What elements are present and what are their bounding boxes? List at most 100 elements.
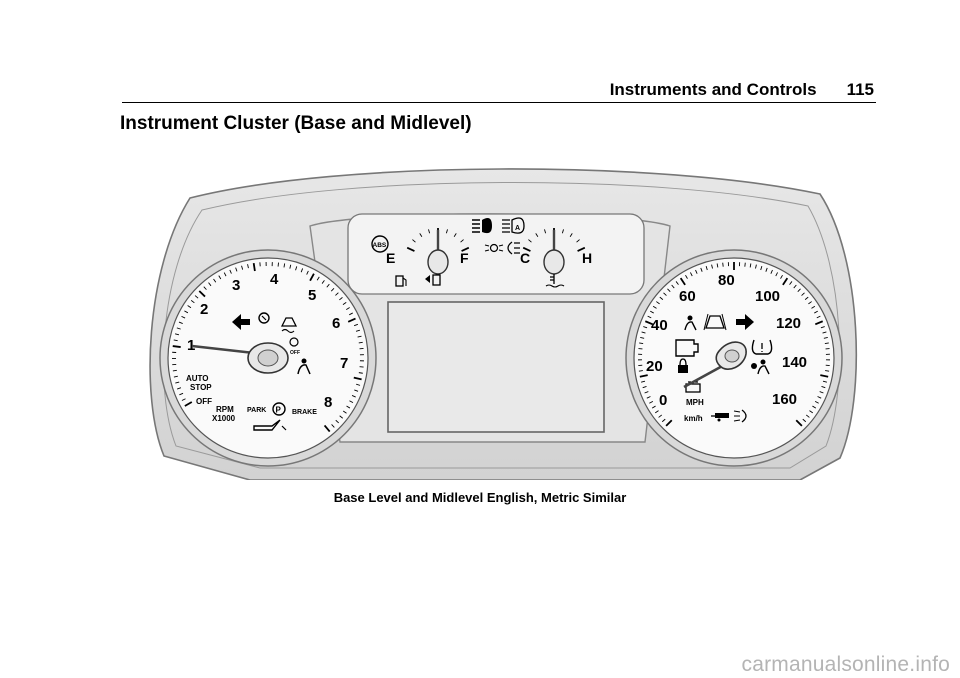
fog-lamp-icon — [507, 241, 520, 255]
speed-tick — [656, 301, 660, 305]
speed-tick — [640, 336, 645, 339]
speed-tick — [638, 370, 643, 372]
fuel-tick — [453, 233, 457, 237]
tach-tick — [198, 290, 206, 298]
tach-tick — [283, 263, 286, 268]
park-brake-icon: P — [272, 402, 286, 416]
mph-label: MPH — [686, 398, 704, 407]
speed-tick — [700, 267, 703, 272]
tach-tick — [177, 387, 182, 390]
fuel-door-side-icon — [425, 274, 441, 286]
speed-tick — [639, 342, 644, 345]
speedometer-hub-cap — [724, 349, 740, 363]
speed-tick — [639, 374, 648, 378]
tach-tick — [235, 267, 238, 272]
speed-tick — [819, 391, 824, 394]
tach-tick — [181, 315, 186, 319]
tach-tick — [354, 389, 359, 392]
tach-tick — [346, 307, 350, 311]
temp-tick — [561, 229, 564, 234]
tachometer-ticks — [171, 262, 364, 433]
speed-tick — [646, 396, 651, 399]
coolant-temp-icon — [545, 274, 565, 288]
tach-tick — [326, 283, 330, 288]
speedometer-ticks — [638, 262, 830, 427]
tach-tick — [173, 375, 178, 378]
tach-tick — [172, 345, 181, 348]
speed-tick — [716, 263, 719, 268]
speed-tick — [793, 284, 797, 289]
speed-tick — [820, 326, 825, 329]
speed-tick — [782, 277, 789, 286]
tach-tick — [203, 286, 207, 290]
speed-tick — [795, 419, 803, 427]
speed-tick — [690, 272, 693, 277]
temp-tick — [577, 246, 586, 252]
tach-tick — [187, 305, 192, 309]
tachometer-needle — [191, 344, 255, 355]
speed-tick — [654, 410, 659, 414]
speed-number-60: 60 — [679, 288, 696, 305]
speed-tick — [811, 305, 816, 309]
speed-tick — [802, 418, 807, 423]
speed-tick — [770, 269, 773, 274]
lane-keep-assist-icon — [703, 313, 727, 331]
speed-tick — [665, 419, 673, 427]
tach-tick — [357, 335, 362, 338]
fuel-pump-icon — [395, 275, 407, 287]
fuel-tick — [445, 229, 448, 234]
tach-tick — [247, 264, 249, 269]
tach-tick — [339, 297, 343, 301]
speed-tick — [651, 405, 656, 409]
fuel-tick — [460, 239, 464, 243]
instrument-cluster-illustration: 1 2 3 4 5 6 7 8 AUTO STOP OFF RPM X1000 … — [149, 168, 858, 480]
speed-tick — [760, 266, 763, 271]
speed-number-20: 20 — [646, 358, 663, 375]
speed-tick — [675, 281, 679, 285]
speed-tick — [679, 277, 686, 286]
fuel-tick — [412, 239, 416, 243]
speed-tick — [765, 267, 768, 272]
speed-tick — [812, 405, 817, 409]
tach-tick — [351, 395, 356, 398]
park-label: PARK — [247, 407, 266, 414]
tach-tick — [178, 321, 183, 324]
tach-tick — [194, 295, 199, 299]
temp-gauge-hub — [543, 249, 565, 275]
header-rule — [122, 102, 876, 103]
speed-tick — [671, 284, 675, 289]
speed-tick — [775, 272, 778, 277]
tach-tick — [172, 369, 177, 372]
tach-tick — [181, 398, 186, 401]
temp-tick — [522, 246, 531, 252]
fuel-gauge-hub — [427, 249, 449, 275]
tach-tick — [306, 270, 309, 275]
tach-tick — [208, 282, 212, 287]
temp-tick — [576, 239, 580, 243]
speed-number-140: 140 — [782, 354, 807, 371]
temp-tick — [528, 239, 532, 243]
speed-tick — [797, 288, 801, 292]
speed-tick — [649, 400, 654, 404]
speed-tick — [661, 418, 666, 423]
tach-tick — [335, 292, 339, 296]
tach-number-1: 1 — [187, 337, 195, 354]
airbag-readiness-icon — [751, 359, 770, 375]
tach-tick — [184, 401, 193, 407]
tach-number-4: 4 — [270, 271, 279, 288]
tach-tick — [355, 329, 361, 332]
oil-pressure-icon — [253, 419, 287, 431]
kmh-label: km/h — [684, 414, 703, 423]
speed-number-80: 80 — [718, 272, 735, 289]
tach-tick — [229, 269, 232, 274]
airbag-off-icon — [684, 315, 697, 331]
speed-tick — [749, 263, 752, 268]
speed-tick — [641, 331, 646, 334]
tach-tick — [295, 266, 298, 271]
tach-tick — [353, 323, 359, 327]
tach-number-2: 2 — [200, 301, 208, 318]
tach-tick — [174, 333, 180, 336]
speed-tick — [667, 288, 671, 292]
speed-tick — [817, 396, 822, 399]
